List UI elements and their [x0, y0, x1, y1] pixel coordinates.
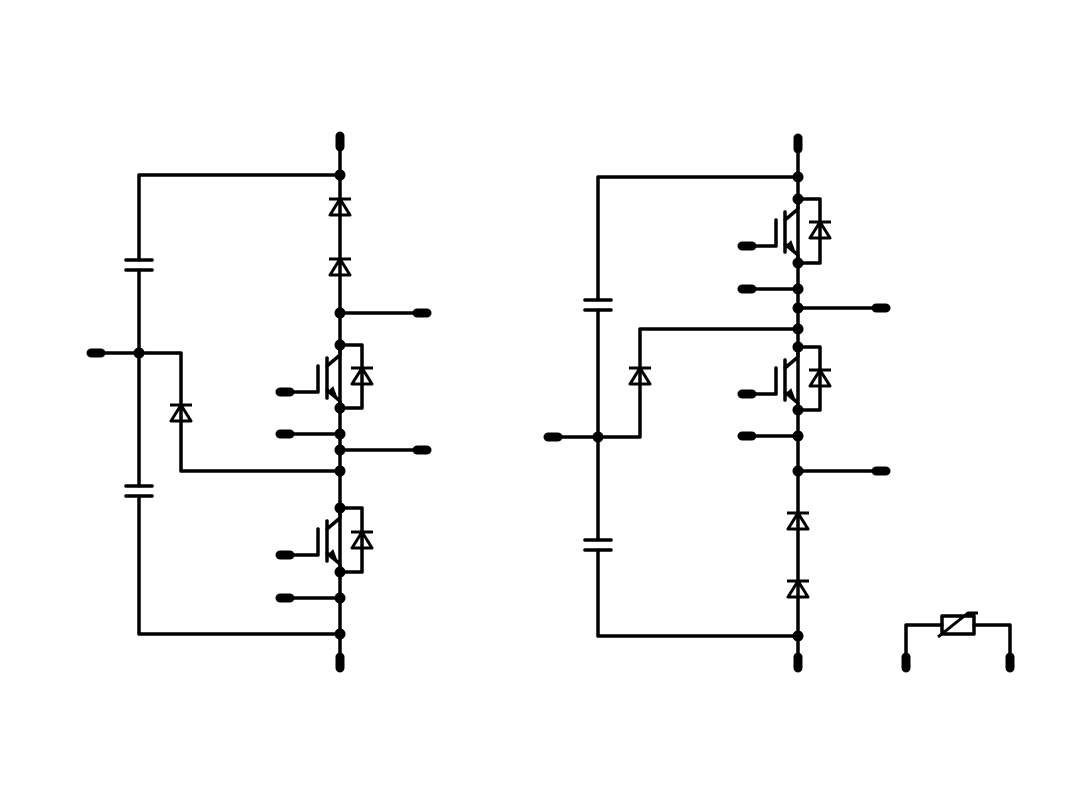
- right-capacitor-leg-wire: [596, 175, 800, 638]
- left-circuit: [86, 131, 432, 673]
- right-junction-dots: [592, 171, 804, 642]
- left-igbt-lower: [280, 506, 374, 574]
- left-neutral-wire: [94, 351, 342, 473]
- right-series-diode-upper: [786, 511, 810, 531]
- right-capacitor-top: [583, 298, 613, 312]
- left-series-diode-lower: [328, 257, 352, 277]
- right-igbt-upper: [742, 197, 832, 265]
- left-capacitor-top: [124, 258, 154, 272]
- right-neutral-wire: [551, 327, 800, 439]
- left-series-diode-upper: [328, 197, 352, 217]
- left-clamp-diode: [169, 403, 193, 423]
- left-junction-dots: [133, 169, 346, 640]
- right-igbt-middle: [742, 345, 832, 412]
- left-capacitor-leg-wire: [137, 173, 342, 636]
- right-circuit: [543, 133, 891, 673]
- ntc-thermistor: [901, 611, 1015, 673]
- right-clamp-diode: [628, 366, 652, 386]
- right-series-diode-lower: [786, 579, 810, 599]
- ntc-thermistor-body: [940, 614, 976, 636]
- left-igbt-upper: [280, 343, 374, 410]
- ntc-thermistor-slash: [937, 611, 978, 639]
- left-capacitor-bottom: [124, 484, 154, 498]
- ntc-thermistor-wire: [904, 623, 1012, 666]
- right-capacitor-bottom: [583, 538, 613, 552]
